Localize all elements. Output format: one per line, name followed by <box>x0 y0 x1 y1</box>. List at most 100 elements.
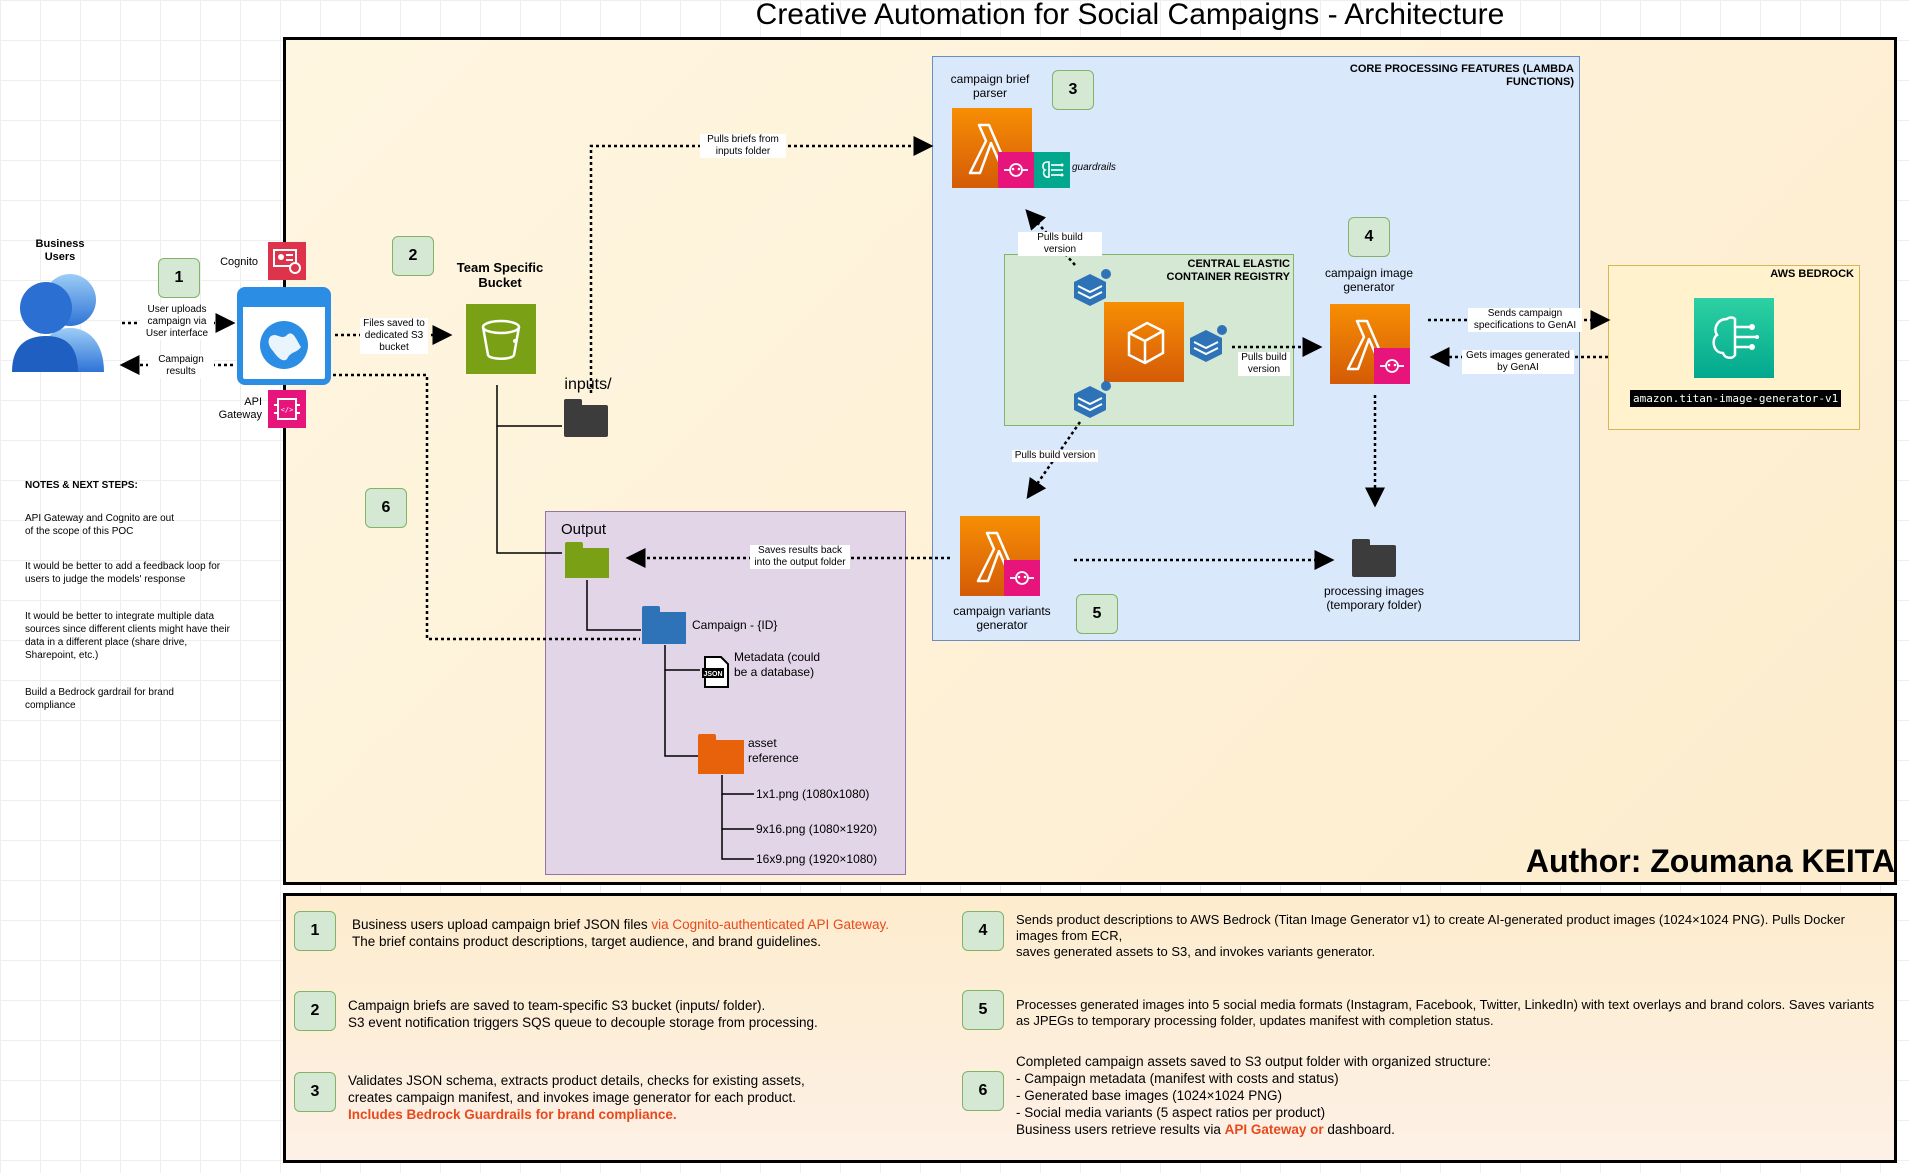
ecr-title: CENTRAL ELASTIC CONTAINER REGISTRY <box>1166 258 1290 283</box>
step6-text-line5: Business users retrieve results via <box>1016 1122 1225 1137</box>
notes-heading: NOTES & NEXT STEPS: <box>25 480 138 491</box>
line-bucket-to-inputs <box>496 385 562 427</box>
step3-text-line1: Validates JSON schema, extracts product … <box>348 1073 805 1088</box>
legend-badge-2-text: 2 <box>310 1002 320 1019</box>
tree-output-campaign <box>586 580 641 631</box>
step1-text-highlight: via Cognito-authenticated API Gateway <box>651 917 886 932</box>
legend-badge-5-text: 5 <box>978 1001 988 1018</box>
s3-bucket-icon <box>466 304 536 374</box>
asset-file-9x16: 9x16.png (1080×1920) <box>756 822 878 836</box>
tree-asset-1x1 <box>721 775 754 795</box>
arrow-inputs-to-parser <box>589 136 934 393</box>
guardrails-label: guardrails <box>1072 162 1116 173</box>
step3-text-highlight: Includes Bedrock Guardrails for brand co… <box>348 1107 677 1122</box>
legend-badge-6-text: 6 <box>978 1082 988 1099</box>
note-item: Build a Bedrock gardrail for brand compl… <box>25 687 174 711</box>
legend-badge-3-text: 3 <box>310 1083 320 1100</box>
team-bucket-label: Team Specific Bucket <box>456 260 544 290</box>
aws-bedrock-title: AWS BEDROCK <box>1770 268 1854 280</box>
label-pulls-briefs: Pulls briefs from inputs folder <box>700 134 786 158</box>
step-badge-4-text: 4 <box>1364 228 1374 245</box>
diagram-title: Creative Automation for Social Campaigns… <box>755 0 1505 31</box>
label-user-uploads: User uploads campaign via User interface <box>140 304 214 340</box>
step-badge-5-text: 5 <box>1092 605 1102 622</box>
core-processing-title: CORE PROCESSING FEATURES (LAMBDA FUNCTIO… <box>1349 63 1574 88</box>
asset-file-1x1: 1x1.png (1080x1080) <box>756 787 870 801</box>
step2-text-line2: S3 event notification triggers SQS queue… <box>348 1015 818 1030</box>
step-badge-3: 3 <box>1052 70 1094 110</box>
json-file-icon: JSON <box>702 656 730 688</box>
legend-step-5: Processes generated images into 5 social… <box>1016 997 1876 1029</box>
note-item: API Gateway and Cognito are out of the s… <box>25 513 174 537</box>
step-badge-6: 6 <box>365 488 407 528</box>
users-icon <box>8 264 112 372</box>
step-badge-5: 5 <box>1076 594 1118 634</box>
variants-generator-label: campaign variants generator <box>953 604 1051 632</box>
step1-text-a: Business users upload campaign brief JSO… <box>352 917 652 932</box>
legend-badge-5: 5 <box>962 990 1004 1030</box>
step4-text-line2: saves generated assets to S3, and invoke… <box>1016 944 1376 959</box>
output-folder-icon <box>565 542 609 578</box>
step1-text-line2: The brief contains product descriptions,… <box>352 934 822 949</box>
step6-text-line2: - Campaign metadata (manifest with costs… <box>1016 1071 1339 1086</box>
business-users-label: Business Users <box>35 238 85 263</box>
step6-text-line3: - Generated base images (1024×1024 PNG) <box>1016 1088 1283 1103</box>
label-pulls-build-bottom: Pulls build version <box>1012 450 1098 462</box>
step3-text-line2: creates campaign manifest, and invokes i… <box>348 1090 796 1105</box>
variants-generator-agent-icon <box>1004 560 1040 596</box>
browser-icon <box>237 287 331 385</box>
campaign-folder-label: Campaign - {ID} <box>692 618 778 632</box>
legend-frame <box>283 893 1897 1163</box>
metadata-label: Metadata (could be a database) <box>734 650 821 679</box>
inputs-folder-label: inputs/ <box>564 376 612 393</box>
bedrock-icon <box>1694 298 1774 378</box>
inputs-folder-icon <box>564 399 608 437</box>
svg-text:</>: </> <box>281 406 294 414</box>
cognito-icon <box>268 242 306 280</box>
legend-badge-3: 3 <box>294 1072 336 1112</box>
tree-campaign-assets <box>664 670 698 757</box>
label-files-saved: Files saved to dedicated S3 bucket <box>360 318 428 354</box>
legend-step-3: Validates JSON schema, extracts product … <box>348 1072 928 1123</box>
note-item: It would be better to integrate multiple… <box>25 611 230 661</box>
guardrails-icon <box>1034 152 1070 188</box>
asset-file-16x9: 16x9.png (1920×1080) <box>756 852 878 866</box>
api-gateway-icon: </> <box>268 390 306 428</box>
label-saves-results: Saves results back into the output folde… <box>750 545 850 569</box>
brief-parser-label: campaign brief parser <box>950 72 1030 100</box>
note-item: It would be better to add a feedback loo… <box>25 561 221 585</box>
label-pulls-build-top: Pulls build version <box>1018 232 1102 256</box>
legend-step-2: Campaign briefs are saved to team-specif… <box>348 997 928 1031</box>
step-badge-2-text: 2 <box>408 247 418 264</box>
step-badge-2: 2 <box>392 236 434 276</box>
container-image-icon <box>1072 380 1112 420</box>
step6-text-line1: Completed campaign assets saved to S3 ou… <box>1016 1054 1492 1069</box>
line-results <box>333 373 640 641</box>
label-sends-campaign: Sends campaign specifications to GenAI <box>1468 308 1582 332</box>
step5-text-line1: Processes generated images into 5 social… <box>1016 997 1875 1028</box>
author-credit: Author: Zoumana KEITA <box>1525 843 1895 879</box>
cognito-label: Cognito <box>220 256 258 268</box>
step6-text-line5-end: dashboard. <box>1323 1122 1395 1137</box>
legend-badge-4: 4 <box>962 911 1004 951</box>
asset-reference-label: asset reference <box>748 736 799 765</box>
legend-badge-1: 1 <box>294 911 336 951</box>
step1-text-c: . <box>885 917 890 932</box>
legend-badge-6: 6 <box>962 1071 1004 1111</box>
container-image-icon <box>1072 268 1112 308</box>
legend-step-1: Business users upload campaign brief JSO… <box>352 916 932 950</box>
tree-asset-16x9 <box>721 829 754 860</box>
tree-asset-9x16 <box>721 794 754 830</box>
legend-step-6: Completed campaign assets saved to S3 ou… <box>1016 1053 1876 1138</box>
step-badge-1-text: 1 <box>174 269 184 286</box>
ecr-icon <box>1104 302 1184 382</box>
asset-folder-icon <box>698 734 744 774</box>
step-badge-1: 1 <box>158 258 200 298</box>
processing-images-label: processing images (temporary folder) <box>1323 584 1425 612</box>
processing-folder-icon <box>1352 539 1396 577</box>
step-badge-3-text: 3 <box>1068 81 1078 98</box>
legend-badge-1-text: 1 <box>310 922 320 939</box>
json-icon-text: JSON <box>703 671 722 678</box>
step-badge-6-text: 6 <box>381 499 391 516</box>
